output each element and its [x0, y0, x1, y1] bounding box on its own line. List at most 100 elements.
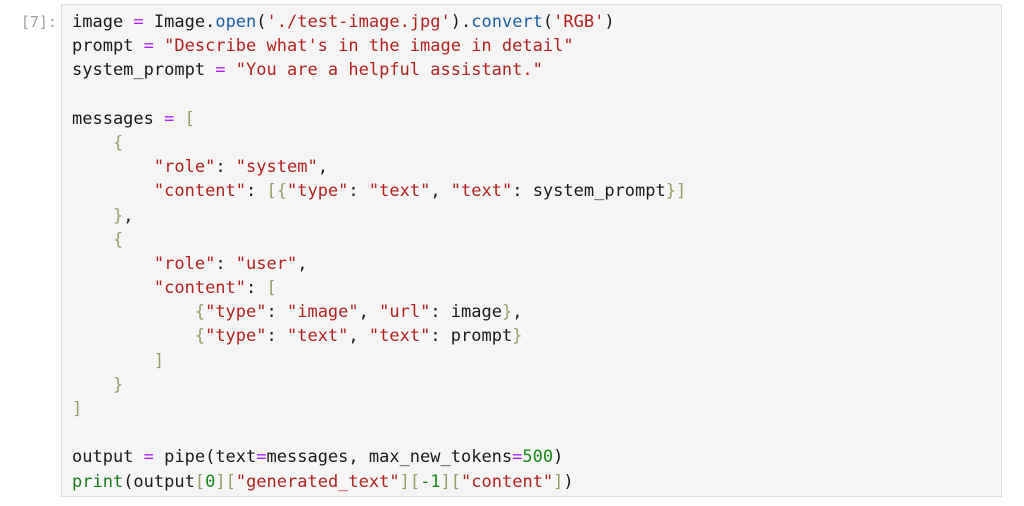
code-token: = — [133, 12, 144, 32]
code-token: 500 — [522, 447, 554, 468]
code-token: , — [348, 326, 369, 347]
code-line: {"type": "text", "text": prompt} — [72, 324, 686, 348]
code-token: "type" — [205, 302, 267, 323]
code-token: (output — [123, 471, 195, 492]
code-token: 0 — [205, 471, 216, 492]
code-token: "system" — [235, 157, 318, 178]
code-token: ] — [153, 350, 165, 371]
code-token — [226, 60, 236, 80]
code-token — [72, 375, 113, 395]
code-token — [72, 206, 113, 226]
code-token — [174, 109, 184, 129]
code-token: { — [194, 302, 206, 323]
code-line: "role": "user", — [72, 252, 686, 276]
code-token: : — [246, 278, 267, 299]
code-token — [72, 326, 195, 346]
code-token: [{ — [266, 181, 287, 202]
code-line: { — [72, 131, 686, 155]
code-token: = — [143, 36, 154, 57]
code-token: "image" — [286, 302, 359, 323]
code-token: ] — [553, 471, 564, 492]
code-token: , — [297, 253, 308, 274]
code-token: [ — [194, 471, 206, 492]
code-token: Image. — [143, 12, 216, 32]
code-line: prompt = "Describe what's in the image i… — [72, 34, 686, 58]
code-token: messages — [72, 108, 165, 129]
code-token: "Describe what's in the image in detail" — [164, 36, 574, 57]
code-token: "role" — [153, 157, 216, 178]
code-token: "text" — [286, 326, 349, 347]
code-token: "generated_text" — [235, 471, 400, 492]
code-token: : — [348, 181, 369, 202]
code-token — [72, 157, 154, 177]
code-token: : — [246, 181, 267, 202]
code-token — [72, 230, 113, 250]
code-line — [72, 421, 686, 445]
code-line: }, — [72, 204, 686, 228]
code-token: ] — [72, 399, 83, 419]
code-token: print — [72, 471, 124, 492]
code-token — [72, 133, 113, 153]
code-token: ) — [563, 471, 574, 492]
code-token: : — [266, 326, 287, 347]
code-token — [154, 36, 164, 56]
code-token: ) — [604, 12, 615, 32]
code-token: system_prompt — [72, 60, 216, 81]
code-token: = — [143, 447, 154, 468]
code-token: } — [112, 205, 124, 226]
code-token: convert — [471, 12, 543, 32]
code-token: -1 — [420, 471, 441, 492]
code-token: = — [215, 60, 226, 81]
code-line — [72, 83, 686, 107]
code-token — [72, 181, 154, 201]
code-token: : — [215, 157, 236, 178]
code-token: "content" — [153, 181, 247, 202]
code-cell[interactable]: image = Image.open('./test-image.jpg').c… — [61, 4, 1002, 497]
code-token: "content" — [153, 278, 247, 299]
code-line: } — [72, 373, 686, 397]
code-line: { — [72, 228, 686, 252]
code-line: output = pipe(text=messages, max_new_tok… — [72, 445, 686, 469]
code-token: pipe(text — [153, 447, 257, 468]
code-token: ( — [256, 12, 267, 32]
code-token: , — [430, 181, 451, 202]
code-token: "text" — [368, 326, 431, 347]
code-token: messages, max_new_tokens — [266, 447, 513, 468]
code-token: [ — [266, 278, 277, 299]
code-line: messages = [ — [72, 107, 686, 131]
code-token — [72, 302, 195, 322]
code-token: "type" — [205, 326, 267, 347]
code-token: "type" — [286, 181, 349, 202]
code-token: './test-image.jpg' — [266, 12, 451, 32]
code-token: ][ — [399, 471, 421, 492]
code-token: : — [215, 253, 236, 274]
code-token: "content" — [461, 471, 554, 492]
code-line: "content": [{"type": "text", "text": sys… — [72, 179, 686, 203]
code-token — [72, 351, 154, 371]
code-token: }] — [665, 181, 687, 202]
code-token: : prompt — [430, 326, 513, 347]
code-token: "url" — [379, 302, 431, 323]
code-token: { — [194, 326, 206, 347]
code-token: "You are a helpful assistant." — [235, 60, 543, 81]
code-line: print(output[0]["generated_text"][-1]["c… — [72, 470, 686, 494]
code-token: , — [317, 157, 328, 178]
code-token: } — [112, 374, 124, 395]
code-token: "role" — [153, 253, 216, 274]
code-token: , — [358, 302, 380, 323]
code-token: prompt — [72, 36, 144, 57]
code-token: : image — [430, 302, 502, 323]
code-token: 'RGB' — [553, 12, 605, 32]
code-token: = — [256, 447, 267, 468]
code-editor[interactable]: image = Image.open('./test-image.jpg').c… — [72, 10, 686, 494]
code-token: : system_prompt — [512, 181, 666, 202]
code-token: , — [512, 302, 523, 323]
code-token: ( — [542, 12, 554, 32]
code-token: "text" — [450, 181, 513, 202]
code-token: { — [112, 229, 124, 250]
code-token: "text" — [368, 181, 431, 202]
code-token: "user" — [235, 253, 298, 274]
execution-count-prompt: [7]: — [20, 13, 57, 31]
code-token: : — [266, 302, 287, 323]
